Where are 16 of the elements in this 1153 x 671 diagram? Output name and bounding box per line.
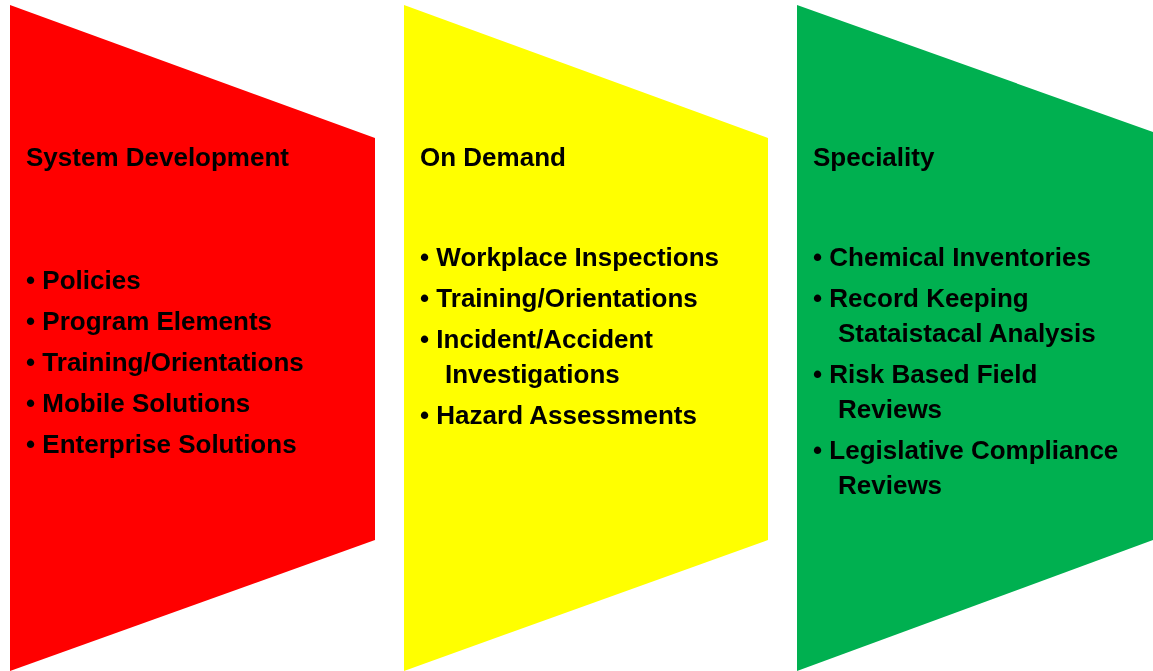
bullet-item: • Enterprise Solutions xyxy=(26,428,298,461)
bullet-item: • Mobile Solutions xyxy=(26,387,252,420)
bullet-item: • Chemical Inventories xyxy=(813,241,1092,274)
bullet-item: • Hazard Assessments xyxy=(420,399,698,432)
panel-heading: Speciality xyxy=(813,142,935,173)
panel-heading: System Development xyxy=(26,142,289,173)
bullet-item: • Policies xyxy=(26,264,142,297)
bullet-item: • Risk Based Field Reviews xyxy=(813,358,1039,426)
bullet-item: • Workplace Inspections xyxy=(420,241,721,274)
panel-heading: On Demand xyxy=(420,142,566,173)
bullet-item: • Legislative Compliance Reviews xyxy=(813,434,1120,502)
bullet-item: • Training/Orientations xyxy=(420,282,699,315)
bullet-item: • Training/Orientations xyxy=(26,346,305,379)
bullet-item: • Incident/Accident Investigations xyxy=(420,323,655,391)
bullet-item: • Program Elements xyxy=(26,305,274,338)
bullet-item: • Record Keeping Stataistacal Analysis xyxy=(813,282,1097,350)
